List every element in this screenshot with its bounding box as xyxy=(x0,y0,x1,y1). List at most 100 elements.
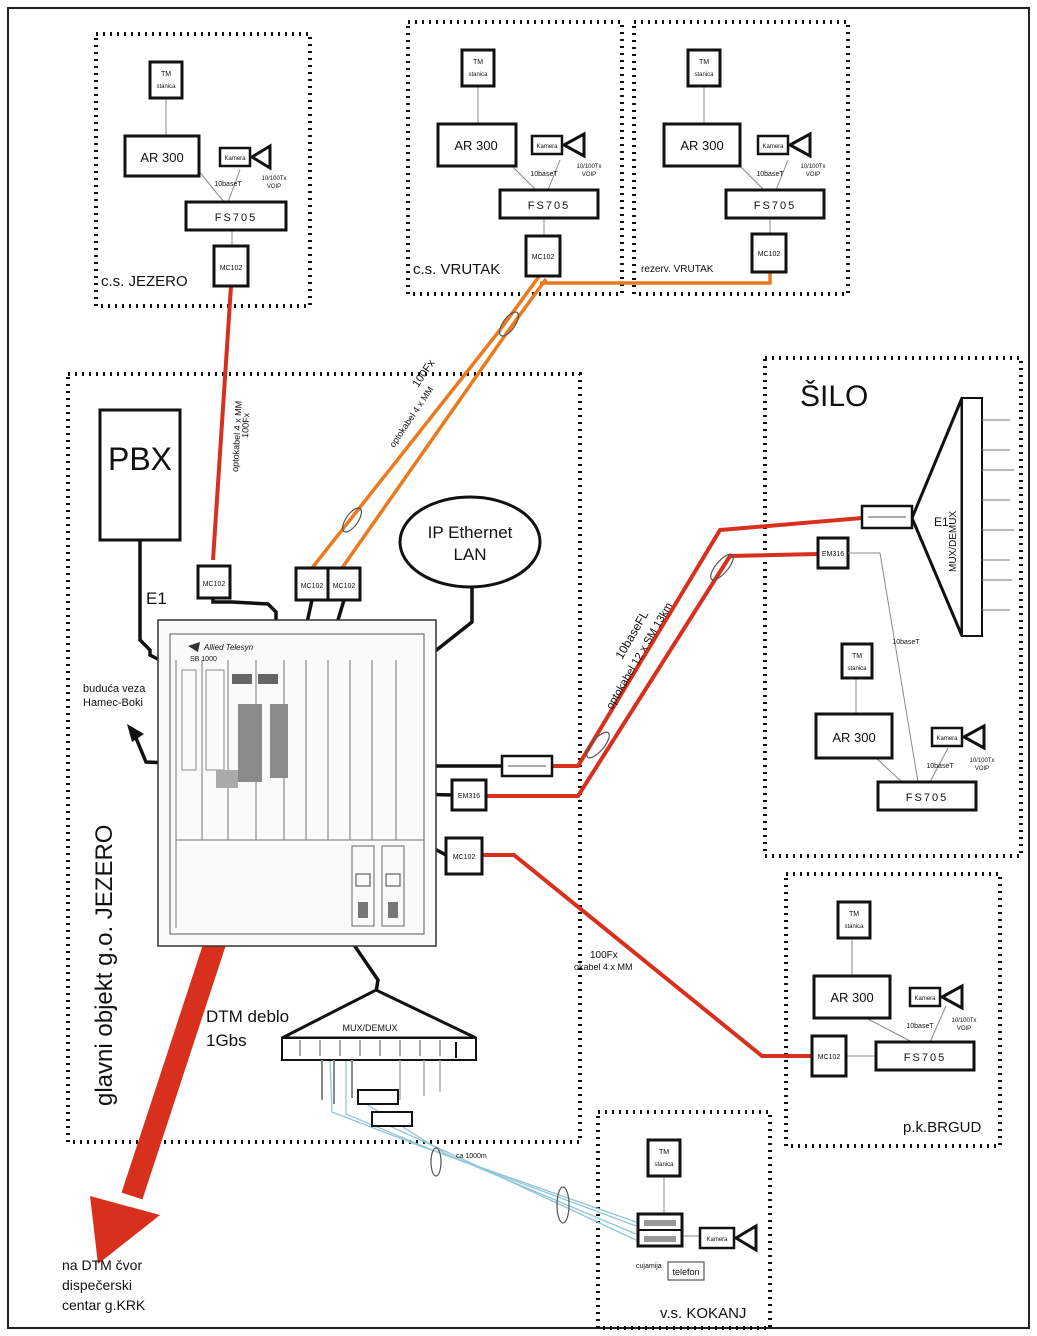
mc102-converter xyxy=(212,244,250,288)
link-voip-label-1: 10/100Tx xyxy=(800,164,825,170)
tm-sub-label: stanica xyxy=(654,1162,674,1168)
site-box-vrutak xyxy=(406,20,624,296)
dtm-destination-label-2: dispečerski xyxy=(62,1277,132,1293)
dtm-trunk-arrowhead xyxy=(90,1196,160,1264)
link-opto-mm-label: okabel 4 x MM xyxy=(574,962,633,972)
outer-frame xyxy=(7,7,1030,1329)
ar300-router xyxy=(814,712,894,760)
fs705-switch xyxy=(498,188,600,220)
mux-label: MUX/DEMUX xyxy=(948,511,959,572)
fiber-silo-link-b xyxy=(486,552,819,798)
site-label-silo: ŠILO xyxy=(800,379,868,413)
camera-label: Kamera xyxy=(224,156,246,162)
link-voip-label-2: VOIP xyxy=(975,766,989,772)
fs705-label: FS705 xyxy=(906,792,948,804)
em316-label: EM316 xyxy=(822,551,844,558)
cable-bundle-mark xyxy=(430,1147,442,1177)
mux-label: MUX/DEMUX xyxy=(342,1023,397,1033)
camera-icon xyxy=(530,131,586,159)
camera-label: Kamera xyxy=(936,736,958,742)
link-voip-label-2: VOIP xyxy=(957,1026,971,1032)
link-10baset-label: 10baseT xyxy=(926,763,954,770)
mux-demux-main xyxy=(281,988,477,1104)
tm-station xyxy=(836,900,872,940)
fiber-rezerv-vrutak-link xyxy=(540,270,772,285)
cable-bundle-mark xyxy=(498,311,520,337)
tm-station xyxy=(686,48,722,88)
fs705-switch xyxy=(874,1040,976,1072)
link-voip-label-1: 10/100Tx xyxy=(576,164,601,170)
ar300-label: AR 300 xyxy=(832,730,875,745)
site-label-rezerv-vrutak: rezerv. VRUTAK xyxy=(641,264,714,275)
pbx-label: PBX xyxy=(108,441,172,477)
cable-bundle-mark xyxy=(710,553,734,581)
link-10baset-label: 10baseT xyxy=(892,639,920,646)
link-voip-label-1: 10/100Tx xyxy=(969,758,994,764)
site-box-rezerv-vrutak xyxy=(632,20,850,296)
site-label-main: glavni objekt g.o. JEZERO xyxy=(91,825,118,1106)
ar300-label: AR 300 xyxy=(680,138,723,153)
dtm-deblo-label-2: 1Gbs xyxy=(206,1031,247,1050)
tm-sub-label: stanica xyxy=(847,666,867,672)
site-silo: ŠILO MUX/DEMUX E1 EM316 TM stanica 10bas… xyxy=(800,379,1014,812)
camera-label: Kamera xyxy=(706,1237,728,1243)
em316-converter xyxy=(450,778,488,812)
link-voip-label-1: 10/100Tx xyxy=(261,176,286,182)
site-box-silo xyxy=(763,356,1023,858)
switch-chassis xyxy=(157,619,437,947)
ip-ethernet-label-1: IP Ethernet xyxy=(428,523,513,542)
tm-label: TM xyxy=(699,59,709,66)
link-100fx-label: 100Fx xyxy=(590,950,618,961)
cable-bundle-mark xyxy=(586,731,610,759)
camera-label: Kamera xyxy=(536,144,558,150)
allied-telesyn-label: Allied Telesyn xyxy=(203,643,254,652)
site-box-jezero xyxy=(94,32,312,308)
tm-label: TM xyxy=(473,59,483,66)
camera-label: Kamera xyxy=(914,996,936,1002)
fiber-jezero-link xyxy=(211,285,233,561)
camera-icon xyxy=(908,983,964,1011)
mc102-label: MC102 xyxy=(532,254,555,261)
e1-label: E1 xyxy=(146,589,167,608)
link-voip-label-1: 10/100Tx xyxy=(951,1018,976,1024)
fiber-vrutak-link-b xyxy=(340,277,548,570)
cable-bundle-mark xyxy=(341,507,363,533)
mc102-converter xyxy=(524,234,562,278)
mc102-label: MC102 xyxy=(220,265,243,272)
tm-label: TM xyxy=(852,653,862,660)
mc102-label: MC102 xyxy=(333,583,356,590)
mc102-label: MC102 xyxy=(203,581,226,588)
ar300-label: AR 300 xyxy=(454,138,497,153)
media-converter xyxy=(371,1111,413,1127)
site-brgud: TM stanica AR 300 Kamera 10baseT 10/100T… xyxy=(810,900,982,1136)
fiber-kokanj-1 xyxy=(329,1059,637,1223)
dtm-destination-label-1: na DTM čvor xyxy=(62,1257,142,1273)
mc102-converter xyxy=(444,836,484,876)
camera-icon xyxy=(930,723,986,751)
media-converter xyxy=(357,1089,399,1105)
link-voip-label-2: VOIP xyxy=(582,172,596,178)
buduca-veza-label-2: Hamec-Boki xyxy=(83,697,143,709)
link-voip-label-2: VOIP xyxy=(267,184,281,190)
site-rezerv-vrutak: TM stanica AR 300 Kamera 10baseT 10/100T… xyxy=(641,48,826,275)
buduca-veza-arrow xyxy=(127,724,144,742)
link-1000m-label: ca 1000m xyxy=(456,1153,487,1160)
mc102-converter xyxy=(750,232,788,274)
ar300-router xyxy=(436,122,518,168)
fs705-label: FS705 xyxy=(754,200,796,212)
site-label-brgud: p.k.BRGUD xyxy=(903,1119,982,1136)
fs705-switch xyxy=(876,780,978,812)
link-10baset-label: 10baseT xyxy=(214,181,242,188)
dtm-destination-label-3: centar g.KRK xyxy=(62,1297,146,1313)
fiber-kokanj-4 xyxy=(371,1117,637,1241)
fs705-switch xyxy=(184,200,288,232)
link-10baset-label: 10baseT xyxy=(756,171,784,178)
site-box-main xyxy=(66,372,582,1144)
site-box-brgud xyxy=(784,872,1002,1148)
fiber-brgud-link xyxy=(482,853,812,1058)
switch-model-label: SB 1000 xyxy=(190,656,217,663)
tm-sub-label: stanica xyxy=(468,72,488,78)
ar300-label: AR 300 xyxy=(140,150,183,165)
